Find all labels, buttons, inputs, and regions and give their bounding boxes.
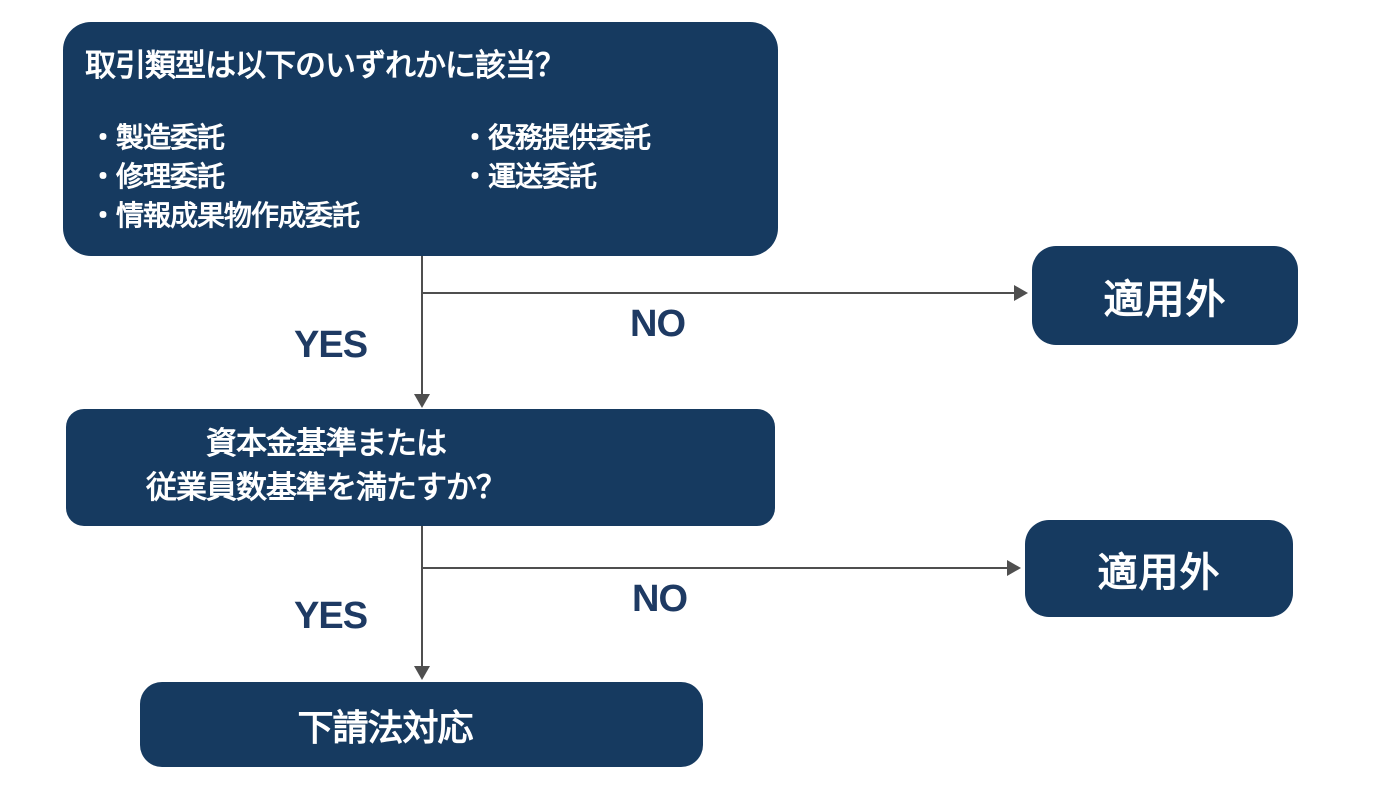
branch1-yes-label: YES <box>294 324 368 366</box>
node-title: 資本金基準または 従業員数基準を満たすか？ <box>66 422 586 510</box>
bullet-item: ・情報成果物作成委託 <box>89 200 360 231</box>
bullet-list-left: ・製造委託 ・修理委託 ・情報成果物作成委託 <box>89 118 360 235</box>
bullet-item: ・役務提供委託 <box>461 122 651 153</box>
bullet-item: ・修理委託 <box>89 161 225 192</box>
arrow-down-icon <box>414 666 430 680</box>
transaction-type-question-node: 取引類型は以下のいずれかに該当？ ・製造委託 ・修理委託 ・情報成果物作成委託 … <box>63 22 778 256</box>
branch1-no-label: NO <box>630 303 686 345</box>
question-line-2: 従業員数基準を満たすか？ <box>146 470 507 505</box>
capital-criteria-question-node: 資本金基準または 従業員数基準を満たすか？ <box>66 409 775 526</box>
bullet-item: ・製造委託 <box>89 122 225 153</box>
yes-connector-2-line <box>421 526 423 668</box>
node-label: 適用外 <box>1097 550 1221 595</box>
branch2-no-label: NO <box>632 578 688 620</box>
branch2-yes-label: YES <box>294 595 368 637</box>
not-applicable-node-2: 適用外 <box>1025 520 1293 617</box>
arrow-down-icon <box>414 394 430 408</box>
subcontract-act-compliance-node: 下請法対応 <box>140 682 703 767</box>
yes-connector-1-line <box>421 256 423 396</box>
node-label: 下請法対応 <box>297 706 473 748</box>
bullet-item: ・運送委託 <box>461 161 597 192</box>
arrow-right-icon <box>1007 560 1021 576</box>
no-connector-1-line <box>422 292 1014 294</box>
bullet-list-right: ・役務提供委託 ・運送委託 <box>461 118 651 196</box>
arrow-right-icon <box>1014 285 1028 301</box>
node-label: 適用外 <box>1103 277 1227 322</box>
question-line-1: 資本金基準または <box>206 426 447 461</box>
node-title: 取引類型は以下のいずれかに該当？ <box>85 48 566 83</box>
no-connector-2-line <box>422 567 1007 569</box>
not-applicable-node-1: 適用外 <box>1032 246 1298 345</box>
